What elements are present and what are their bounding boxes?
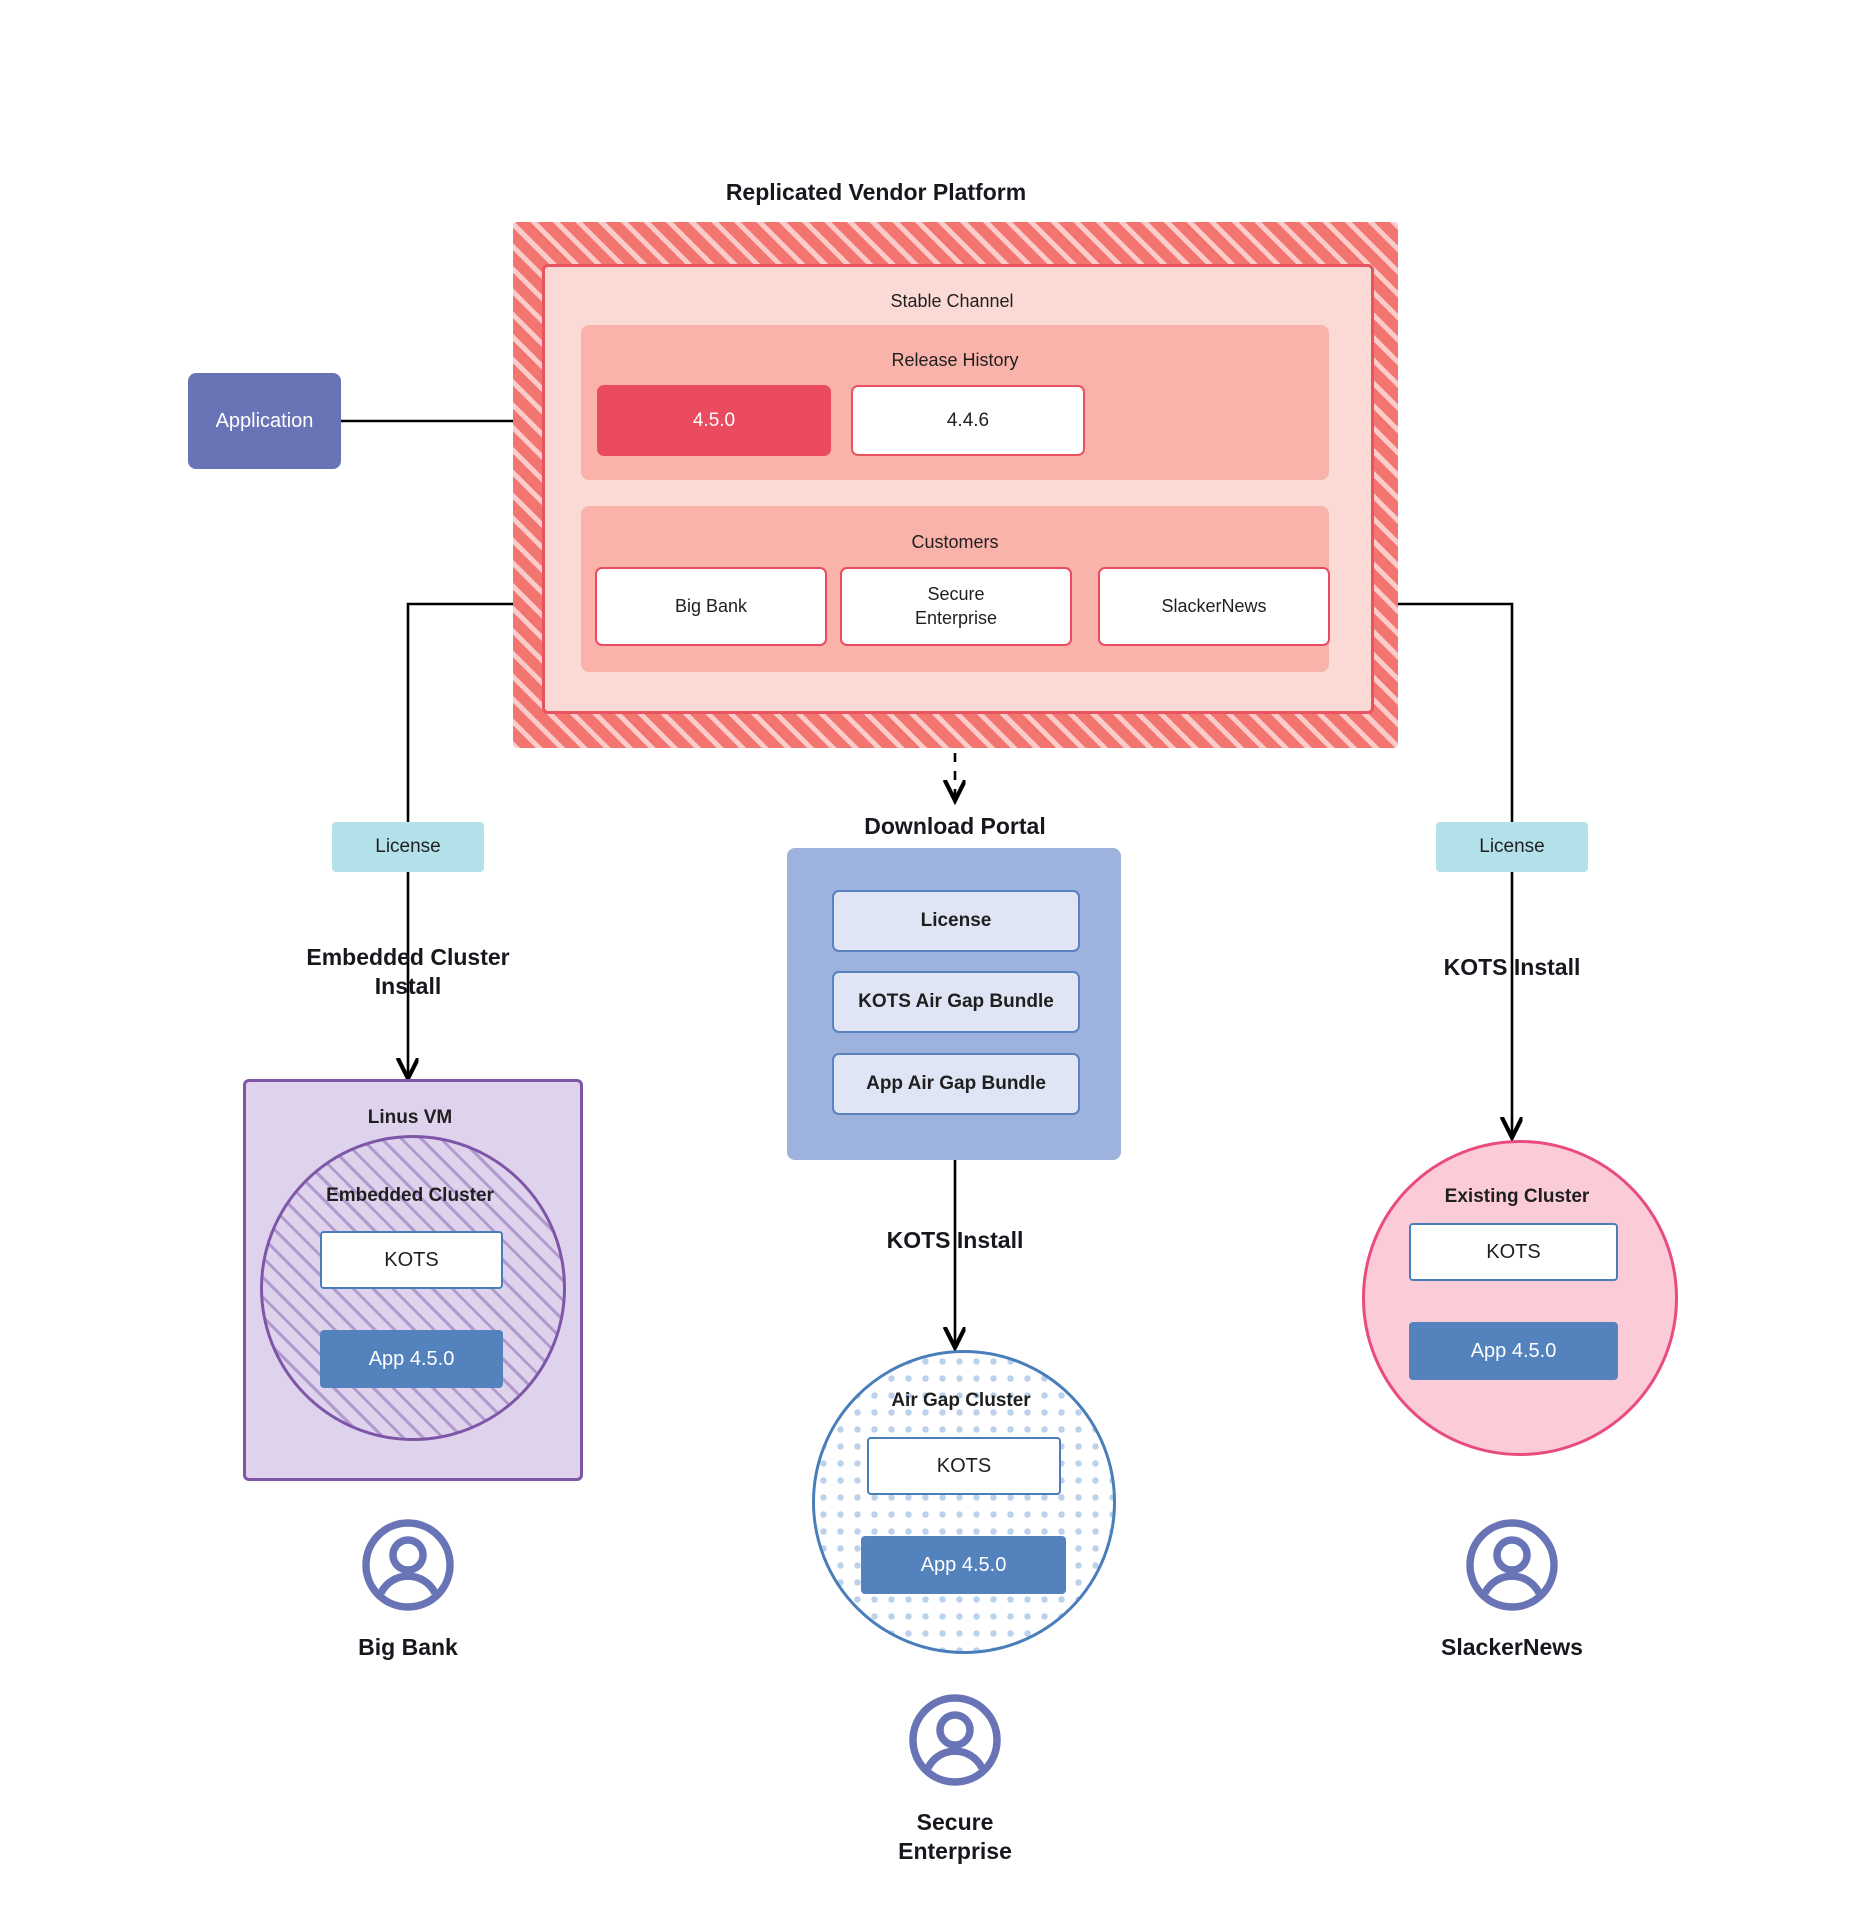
kots-box-big-bank[interactable]: KOTS xyxy=(320,1231,503,1289)
customer-box-slackernews[interactable]: SlackerNews xyxy=(1098,567,1330,646)
install-label-kots-right: KOTS Install xyxy=(1443,954,1581,980)
stable-channel-title: Stable Channel xyxy=(890,291,1014,311)
app-version-box-slackernews[interactable]: App 4.5.0 xyxy=(1409,1322,1618,1380)
release-box-current[interactable]: 4.5.0 xyxy=(597,385,831,456)
portal-item-app-air-gap-bundle[interactable]: App Air Gap Bundle xyxy=(832,1053,1080,1115)
customers-title: Customers xyxy=(911,532,999,552)
user-icon xyxy=(909,1694,1001,1786)
kots-box-secure-enterprise[interactable]: KOTS xyxy=(867,1437,1061,1495)
portal-item-kots-air-gap-bundle[interactable]: KOTS Air Gap Bundle xyxy=(832,971,1080,1033)
release-box-previous[interactable]: 4.4.6 xyxy=(851,385,1085,456)
persona-label-secure-enterprise: Secure Enterprise xyxy=(898,1809,1012,1864)
install-label-kots-center: KOTS Install xyxy=(886,1227,1024,1253)
application-node[interactable]: Application xyxy=(188,373,341,469)
release-history-title: Release History xyxy=(891,350,1019,370)
air-gap-cluster-title: Air Gap Cluster xyxy=(891,1390,1031,1411)
portal-item-license[interactable]: License xyxy=(832,890,1080,952)
license-pill-left[interactable]: License xyxy=(332,822,484,872)
avatar-secure-enterprise xyxy=(909,1694,1001,1786)
avatar-slackernews xyxy=(1466,1519,1558,1611)
avatar-big-bank xyxy=(362,1519,454,1611)
existing-cluster-title: Existing Cluster xyxy=(1444,1186,1590,1207)
license-pill-right[interactable]: License xyxy=(1436,822,1588,872)
download-portal-title: Download Portal xyxy=(864,813,1046,839)
install-label-embedded-cluster: Embedded Cluster Install xyxy=(306,944,510,999)
customer-box-secure-enterprise[interactable]: Secure Enterprise xyxy=(840,567,1072,646)
customer-box-big-bank[interactable]: Big Bank xyxy=(595,567,827,646)
existing-cluster-circle xyxy=(1362,1140,1678,1456)
app-version-box-secure-enterprise[interactable]: App 4.5.0 xyxy=(861,1536,1066,1594)
app-version-box-big-bank[interactable]: App 4.5.0 xyxy=(320,1330,503,1388)
user-icon xyxy=(362,1519,454,1611)
persona-label-slackernews: SlackerNews xyxy=(1441,1634,1583,1660)
kots-box-slackernews[interactable]: KOTS xyxy=(1409,1223,1618,1281)
embedded-cluster-title: Embedded Cluster xyxy=(326,1185,494,1206)
user-icon xyxy=(1466,1519,1558,1611)
persona-label-big-bank: Big Bank xyxy=(358,1634,458,1660)
linux-vm-title: Linus VM xyxy=(367,1107,453,1128)
air-gap-cluster-circle xyxy=(812,1350,1116,1654)
page-title: Replicated Vendor Platform xyxy=(725,179,1027,205)
